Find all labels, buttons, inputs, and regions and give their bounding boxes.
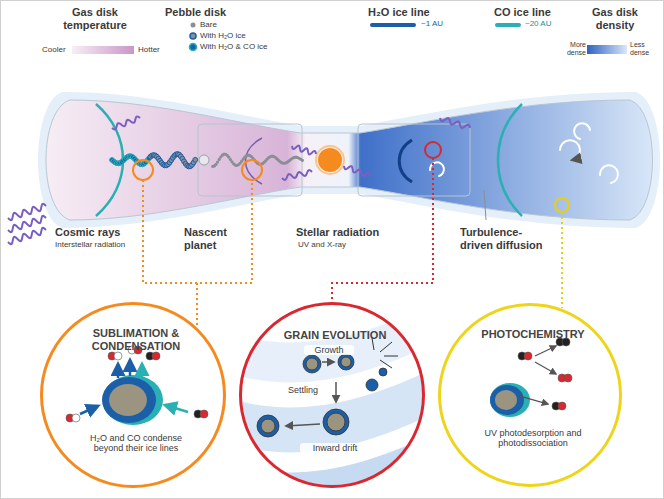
callout-circle: PHOTOCHEMISTRY UV photodesorption and pho… (438, 303, 622, 487)
radiation-wave (292, 146, 316, 155)
circle-heading: GRAIN EVOLUTION (280, 329, 390, 342)
radiation-wave (282, 170, 312, 180)
circle-text: Settling (278, 385, 328, 395)
molecule (66, 414, 80, 422)
legend-text: With H₂O ice (200, 31, 246, 40)
label-text: Less dense (630, 41, 658, 57)
radiation-wave (112, 116, 140, 129)
molecule (146, 352, 160, 360)
label-text: Cosmic rays (55, 226, 120, 239)
label-text: Turbulence-driven diffusion (460, 226, 554, 251)
label-text: ~1 AU (421, 19, 443, 28)
molecule (108, 352, 122, 360)
label-text: Pebble disk (165, 6, 226, 19)
label-text: UV and X-ray (298, 240, 346, 249)
label-text: Gas disk density (575, 6, 655, 31)
molecule (552, 402, 566, 410)
callout-circle: GRAIN EVOLUTION GrowthSettlingInward drif… (239, 302, 425, 488)
circle-text: Growth (304, 345, 354, 355)
label-text: Stellar radiation (296, 226, 379, 239)
leader-line (196, 283, 198, 326)
label-text: Gas disk temperature (40, 6, 150, 31)
pebble (301, 159, 304, 162)
legend-text: H₂O ice line (368, 6, 430, 19)
radiation-wave (8, 216, 46, 232)
label-text: ~20 AU (525, 19, 551, 28)
label-text: Interstellar radiation (55, 240, 125, 249)
radiation-wave (440, 118, 470, 128)
label-text: Nascent planet (184, 226, 244, 251)
circle-text: H₂O and CO condense beyond their ice lin… (79, 433, 193, 454)
leader-line (561, 212, 563, 308)
label-text: More dense (558, 41, 586, 57)
molecule (194, 410, 208, 418)
circle-text: UV photodesorption and photodissociation (469, 428, 597, 449)
molecule (558, 374, 572, 382)
pebble (193, 157, 198, 162)
callout-circle: SUBLIMATION & CONDENSATION H₂O and CO con… (40, 302, 226, 488)
circle-text: Inward drift (300, 443, 370, 453)
label-text: Hotter (138, 45, 160, 54)
legend-text: With H₂O & CO ice (200, 42, 268, 51)
label-text: Cooler (42, 45, 66, 54)
radiation-wave (8, 228, 46, 244)
circle-heading: PHOTOCHEMISTRY (471, 328, 595, 341)
circle-heading: SUBLIMATION & CONDENSATION (71, 327, 201, 352)
molecule (518, 352, 532, 360)
radiation-wave (8, 204, 46, 220)
legend-text: Bare (200, 20, 217, 29)
leader-line (143, 180, 252, 283)
radiation-wave (344, 166, 370, 176)
legend-text: CO ice line (494, 6, 551, 19)
